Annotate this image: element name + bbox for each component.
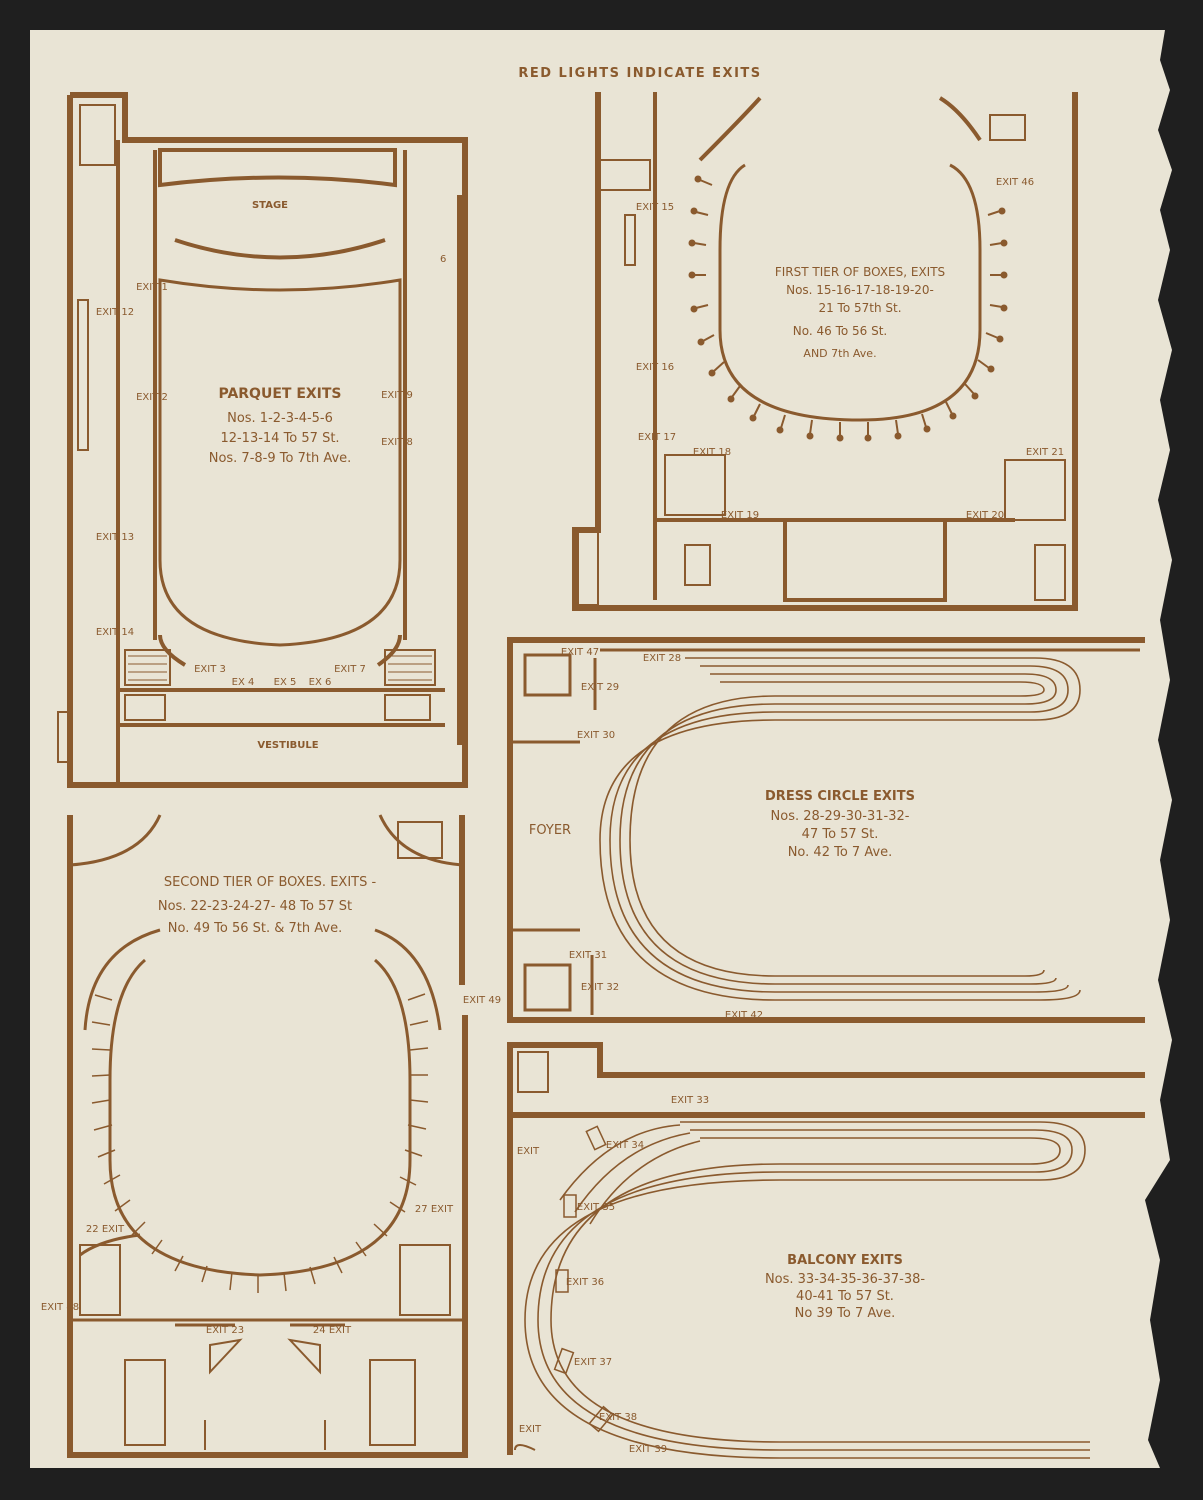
first-tier-line-4: AND 7th Ave. (803, 347, 876, 360)
exit-49-label: EXIT 49 (463, 995, 501, 1006)
parquet-misc-6: 6 (440, 254, 446, 265)
vestibule-label: VESTIBULE (257, 740, 318, 751)
exit-23-label: EXIT 23 (206, 1325, 244, 1336)
exit-29-label: EXIT 29 (581, 682, 619, 693)
parquet-line-3: Nos. 7-8-9 To 7th Ave. (209, 451, 352, 466)
exit-18-label: EXIT 18 (693, 447, 731, 458)
parquet-line-2: 12-13-14 To 57 St. (220, 431, 339, 446)
exit-46-label: EXIT 46 (996, 177, 1034, 188)
exit-20-label: EXIT 20 (966, 510, 1004, 521)
foyer-label: FOYER (529, 823, 571, 838)
dress-circle-line-3: No. 42 To 7 Ave. (788, 845, 893, 860)
exit-31-label: EXIT 31 (569, 950, 607, 961)
exit-19-label: EXIT 19 (721, 510, 759, 521)
balcony-line-2: 40-41 To 57 St. (796, 1289, 894, 1304)
second-tier-line-2: No. 49 To 56 St. & 7th Ave. (168, 921, 342, 936)
exit-37-label: EXIT 37 (574, 1357, 612, 1368)
exit-38-label: EXIT 38 (599, 1412, 637, 1423)
exit-unnumbered-lower: EXIT (519, 1424, 542, 1435)
exit-32-label: EXIT 32 (581, 982, 619, 993)
first-tier-title: FIRST TIER OF BOXES, EXITS (775, 265, 945, 279)
exit-2-label: EXIT 2 (136, 392, 168, 403)
exit-35-label: EXIT 35 (577, 1202, 615, 1213)
balcony-line-1: Nos. 33-34-35-36-37-38- (765, 1272, 925, 1287)
exit-6-label: EX 6 (309, 677, 332, 688)
exit-unnumbered-upper: EXIT (517, 1146, 540, 1157)
paper (30, 30, 1172, 1468)
exit-5-label: EX 5 (274, 677, 297, 688)
parquet-plan: STAGE VESTIBULE PARQUET EXITS Nos. 1-2-3… (57, 92, 468, 788)
second-tier-line-1: Nos. 22-23-24-27- 48 To 57 St (158, 899, 352, 914)
exit-24-label: 24 EXIT (313, 1325, 352, 1336)
parquet-line-1: Nos. 1-2-3-4-5-6 (227, 411, 333, 426)
exit-4-label: EX 4 (232, 677, 255, 688)
exit-14-label: EXIT 14 (96, 627, 134, 638)
first-tier-plan: FIRST TIER OF BOXES, EXITS Nos. 15-16-17… (572, 92, 1078, 611)
exit-30-label: EXIT 30 (577, 730, 615, 741)
exit-16-label: EXIT 16 (636, 362, 674, 373)
stage-label: STAGE (252, 200, 288, 211)
exit-12-label: EXIT 12 (96, 307, 134, 318)
exit-48-label: EXIT 48 (41, 1302, 79, 1313)
dress-circle-plan: FOYER DRESS CIRCLE EXITS Nos. 28-29-30-3… (507, 637, 1145, 1023)
exit-28-label: EXIT 28 (643, 653, 681, 664)
exit-22-label: 22 EXIT (86, 1224, 125, 1235)
exit-39-label: EXIT 39 (629, 1444, 667, 1455)
exit-47-label: EXIT 47 (561, 647, 599, 658)
exit-15-label: EXIT 15 (636, 202, 674, 213)
dress-circle-title: DRESS CIRCLE EXITS (765, 789, 915, 804)
header-title: RED LIGHTS INDICATE EXITS (518, 66, 761, 81)
exit-9-label: EXIT 9 (381, 390, 413, 401)
first-tier-line-3: No. 46 To 56 St. (793, 324, 888, 338)
first-tier-line-1: Nos. 15-16-17-18-19-20- (786, 283, 934, 297)
exit-17-label: EXIT 17 (638, 432, 676, 443)
balcony-plan: BALCONY EXITS Nos. 33-34-35-36-37-38- 40… (507, 1042, 1145, 1459)
second-tier-title: SECOND TIER OF BOXES. EXITS - (164, 875, 377, 890)
second-tier-plan: SECOND TIER OF BOXES. EXITS - Nos. 22-23… (41, 814, 501, 1458)
exit-7-label: EXIT 7 (334, 664, 366, 675)
exit-36-label: EXIT 36 (566, 1277, 604, 1288)
dress-circle-line-1: Nos. 28-29-30-31-32- (771, 809, 910, 824)
exit-21-label: EXIT 21 (1026, 447, 1064, 458)
first-tier-line-2: 21 To 57th St. (818, 301, 901, 315)
dress-circle-line-2: 47 To 57 St. (802, 827, 879, 842)
exit-3-label: EXIT 3 (194, 664, 226, 675)
exit-8-label: EXIT 8 (381, 437, 413, 448)
exit-13-label: EXIT 13 (96, 532, 134, 543)
exit-27-label: 27 EXIT (415, 1204, 454, 1215)
balcony-title: BALCONY EXITS (787, 1253, 903, 1268)
exit-42-label: EXIT 42 (725, 1010, 763, 1021)
exit-1-label: EXIT 1 (136, 282, 168, 293)
parquet-title: PARQUET EXITS (218, 386, 341, 402)
balcony-line-3: No 39 To 7 Ave. (795, 1306, 896, 1321)
exit-34-label: EXIT 34 (606, 1140, 644, 1151)
exit-33-label: EXIT 33 (671, 1095, 709, 1106)
